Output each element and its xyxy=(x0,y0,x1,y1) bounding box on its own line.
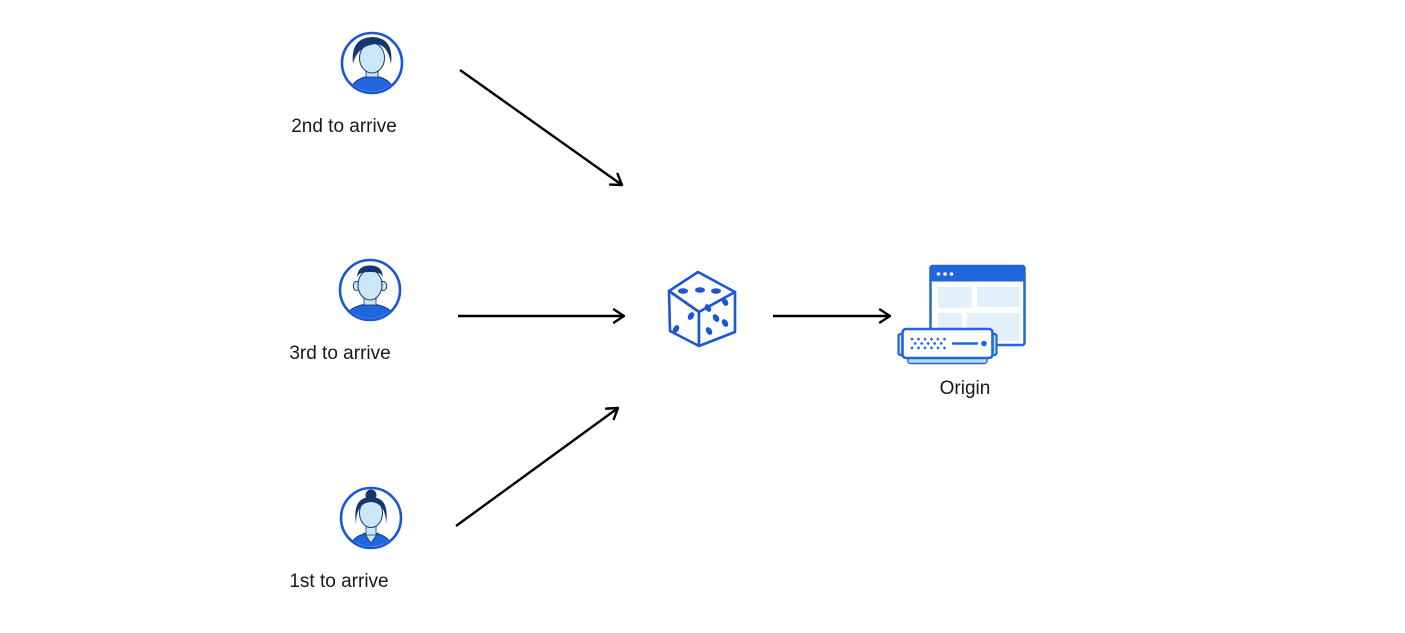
client-node-2nd: 2nd to arrive xyxy=(291,31,404,137)
dice-node xyxy=(666,269,738,349)
client-label: 3rd to arrive xyxy=(289,343,391,364)
user-avatar-hair-bun-icon xyxy=(339,486,403,550)
origin-browser-server-icon xyxy=(897,264,1026,365)
client-node-3rd: 3rd to arrive xyxy=(289,258,402,364)
client-node-1st: 1st to arrive xyxy=(289,486,403,592)
arrow-client1-to-dice xyxy=(455,406,620,527)
server-icon xyxy=(897,327,998,365)
client-label: 2nd to arrive xyxy=(291,116,397,137)
dice-icon xyxy=(667,270,737,348)
user-avatar-flat-top-icon xyxy=(338,258,402,322)
arrow-client2-to-dice xyxy=(459,69,624,187)
server-vent-dots xyxy=(910,337,947,350)
client-label: 1st to arrive xyxy=(289,571,389,592)
user-avatar-swept-hair-icon xyxy=(340,31,404,95)
origin-label: Origin xyxy=(939,378,991,399)
origin-node: Origin xyxy=(896,262,1034,399)
dice-pips xyxy=(672,287,729,335)
